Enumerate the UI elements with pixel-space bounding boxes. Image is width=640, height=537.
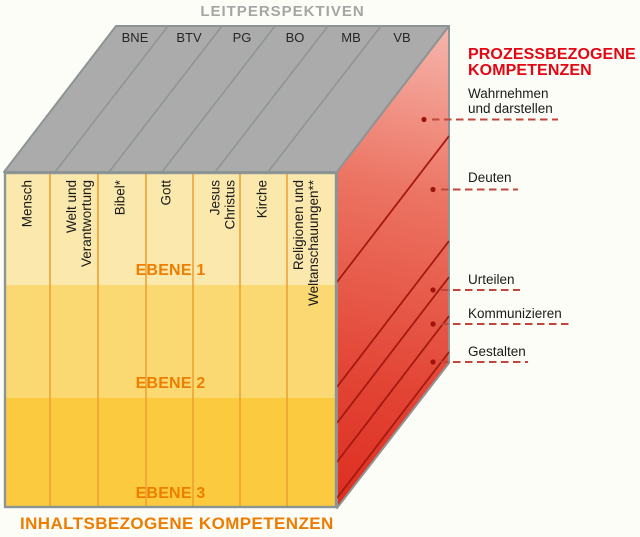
top-face-label-bne: BNE — [121, 30, 149, 45]
process-competencies-heading: PROZESSBEZOGENE KOMPETENZEN — [468, 46, 636, 79]
top-face-dividers — [54, 25, 382, 173]
process-label-gestalten: Gestalten — [468, 344, 526, 359]
top-face-label-pg: PG — [232, 30, 252, 45]
dot-urteilen — [430, 287, 436, 293]
level-label-ebene-3: EBENE 3 — [135, 485, 206, 502]
dot-gestalten — [430, 359, 436, 365]
level-2-band — [6, 285, 335, 398]
column-dividers — [49, 174, 288, 506]
diagram-title: LEITPERSPEKTIVEN — [200, 3, 365, 20]
process-label-wahrnehmen-und-darstellen: Wahrnehmen und darstellen — [468, 86, 553, 116]
front-face — [3, 171, 338, 509]
level-1-band — [6, 174, 335, 285]
right-face-hatch-lines — [337, 135, 449, 499]
content-competencies-heading: INHALTSBEZOGENE KOMPETENZEN — [20, 514, 334, 533]
dot-kommunizieren — [430, 321, 436, 327]
level-label-ebene-1: EBENE 1 — [135, 262, 206, 279]
process-label-kommunizieren: Kommunizieren — [468, 306, 562, 321]
process-connectors — [421, 116, 573, 365]
top-face-label-mb: MB — [341, 30, 361, 45]
dot-deuten — [430, 186, 436, 193]
top-face-label-btv: BTV — [176, 30, 202, 45]
process-label-deuten: Deuten — [468, 170, 512, 185]
process-label-urteilen: Urteilen — [468, 272, 515, 287]
dot-wahrnehmen — [421, 116, 427, 123]
top-face-label-bo: BO — [285, 30, 305, 45]
level-label-ebene-2: EBENE 2 — [135, 375, 206, 392]
top-face-label-vb: VB — [393, 30, 411, 45]
front-face-border — [3, 171, 338, 509]
level-3-band — [6, 398, 335, 506]
